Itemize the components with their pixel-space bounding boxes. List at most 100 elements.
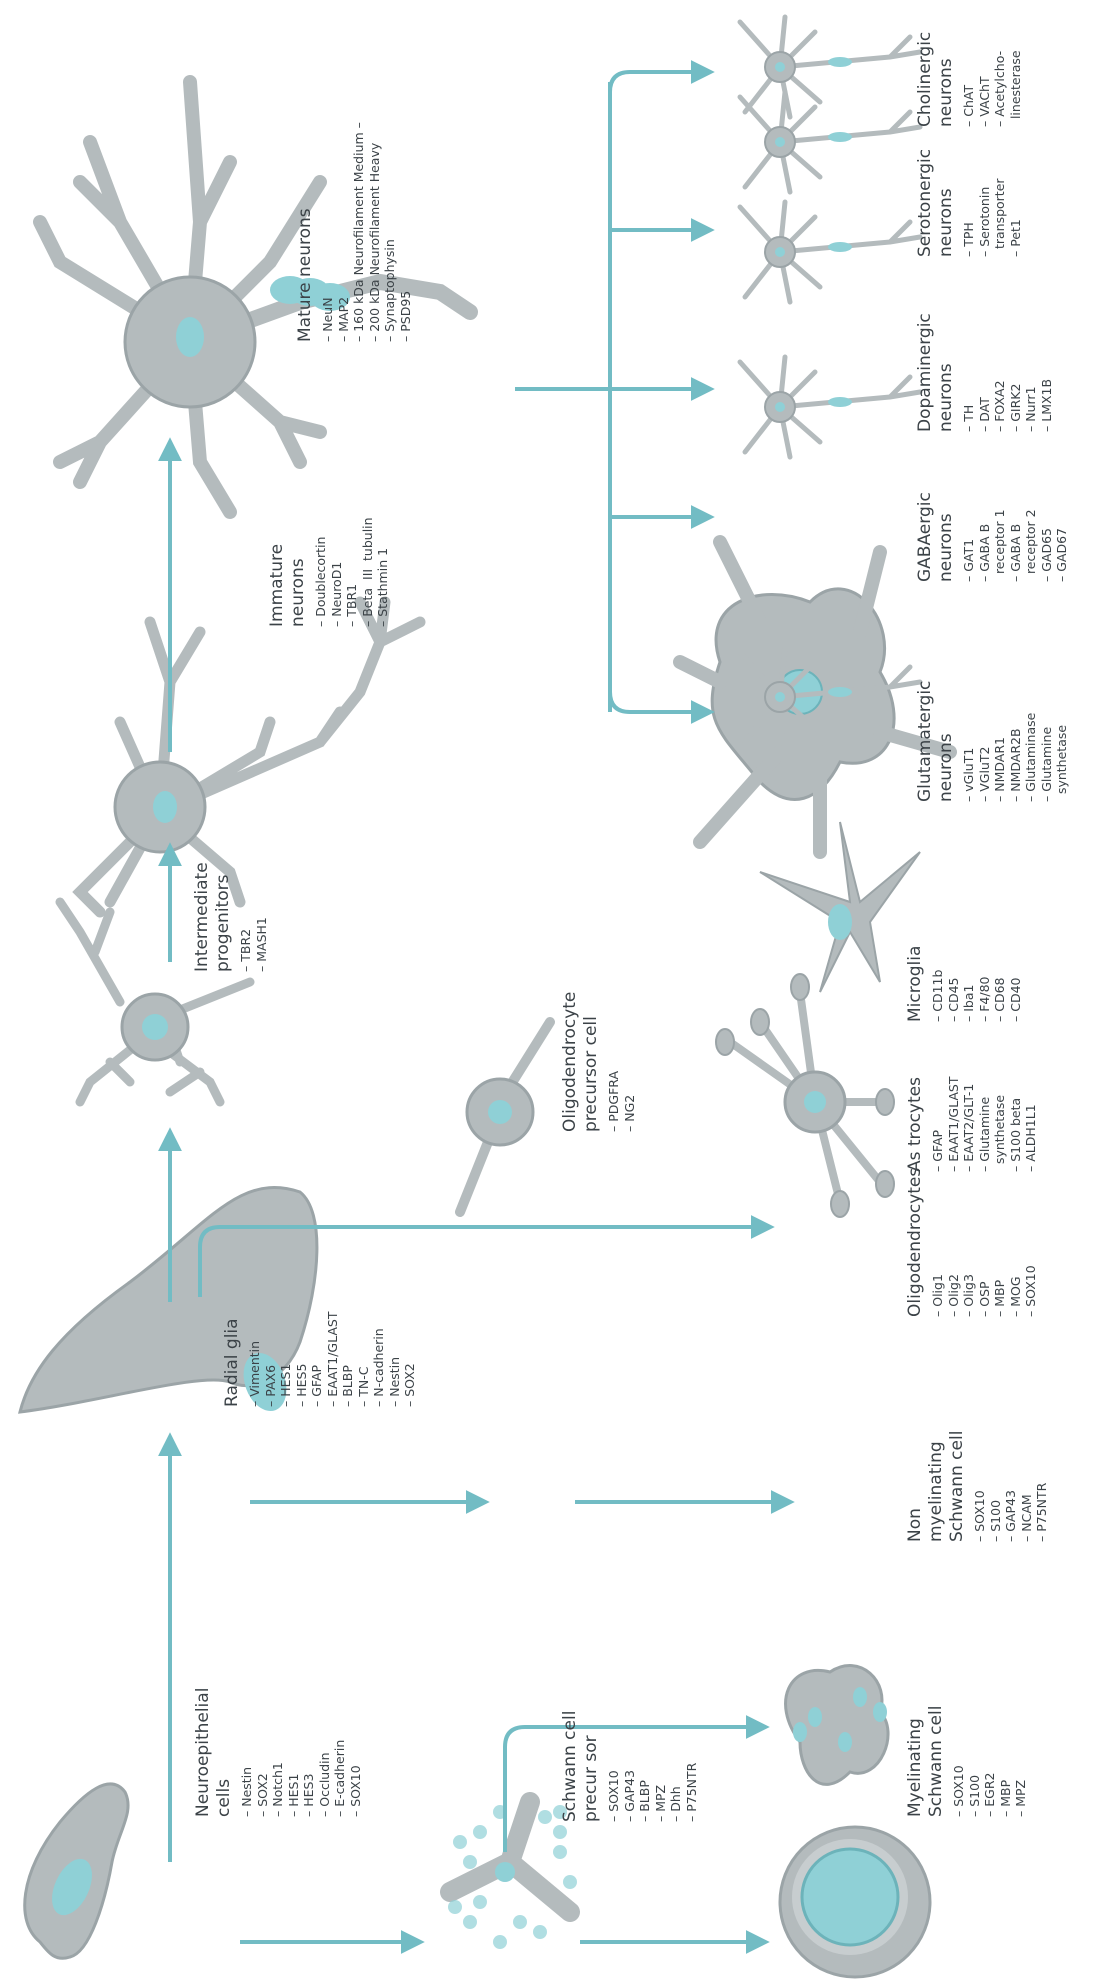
- marker-item: CD40: [1008, 946, 1024, 1022]
- dopaminergic-label-markers: THDATFOXA2GIRK2Nurr1LMX1B: [961, 313, 1054, 432]
- marker-item: GAP43: [622, 1711, 638, 1822]
- marker-item: DAT: [977, 313, 993, 432]
- dopaminergic-neuron-cell: [740, 202, 920, 302]
- marker-item: Olig3: [961, 1168, 977, 1317]
- marker-item: GAT1: [961, 492, 977, 582]
- marker-item: Stathmin 1: [375, 517, 391, 627]
- marker-item: EAAT2/GLT-1: [961, 1077, 977, 1172]
- marker-item: CD45: [946, 946, 962, 1022]
- cholinergic-label-markers: ChATVAChTAcetylcho- linesterase: [961, 32, 1023, 127]
- marker-item: GAD67: [1054, 492, 1070, 582]
- neuroepithelial-cell: [25, 1784, 128, 1958]
- serotonergic-label: Serotonergic neuronsTPHSerotonin transpo…: [915, 149, 1023, 257]
- opc-label-title: Oligodendrocyte precursor cell: [560, 992, 602, 1132]
- oligodendrocyte-cell: [716, 974, 894, 1217]
- marker-item: FOXA2: [992, 313, 1008, 432]
- intermediate-progenitors-label: Intermediate progenitorsTBR2MASH1: [192, 862, 269, 972]
- marker-item: GFAP: [930, 1077, 946, 1172]
- marker-item: SOX10: [972, 1431, 988, 1542]
- arrow-to-cholinergic: [610, 72, 710, 92]
- astrocytes-label-title: As trocytes: [905, 1077, 926, 1172]
- oligodendrocytes-label: OligodendrocytesOlig1Olig2Olig3OSPMBPMOG…: [905, 1168, 1039, 1317]
- opc-label-markers: PDGFRANG2: [606, 992, 637, 1132]
- cholinergic-label-title: Cholinergic neurons: [915, 32, 957, 127]
- marker-item: NMDAR2B: [1008, 681, 1024, 802]
- marker-item: PDGFRA: [606, 992, 622, 1132]
- marker-item: Iba1: [961, 946, 977, 1022]
- microglia-label-markers: CD11bCD45Iba1F4/80CD68CD40: [930, 946, 1023, 1022]
- neuroepithelial-label-markers: NestinSOX2Notch1HES1HES3OccludinE-cadher…: [239, 1688, 363, 1817]
- radial-glia-label: Radial gliaVimentinPAX6HES1HES5GFAPEAAT1…: [222, 1312, 418, 1407]
- marker-item: 160 kDa Neurofilament Medium –: [351, 122, 367, 342]
- marker-item: SOX10: [951, 1706, 967, 1817]
- marker-item: EAAT1/GLAST: [946, 1077, 962, 1172]
- marker-item: MASH1: [254, 862, 270, 972]
- microglia-cell: [680, 542, 950, 852]
- intermediate-progenitors-label-markers: TBR2MASH1: [238, 862, 269, 972]
- marker-item: VAChT: [977, 32, 993, 127]
- marker-item: E-cadherin: [332, 1688, 348, 1817]
- marker-item: NeuroD1: [329, 517, 345, 627]
- neuroepithelial-label-title: Neuroepithelial cells: [193, 1688, 235, 1817]
- marker-item: S100 beta: [1008, 1077, 1024, 1172]
- marker-item: CD68: [992, 946, 1008, 1022]
- mature-neurons-label-title: Mature neurons: [295, 122, 316, 342]
- marker-item: LMX1B: [1039, 313, 1055, 432]
- marker-item: TBR2: [238, 862, 254, 972]
- radial-glia-label-title: Radial glia: [222, 1312, 243, 1407]
- marker-item: CD11b: [930, 946, 946, 1022]
- marker-item: Pet1: [1008, 149, 1024, 257]
- marker-item: SOX2: [255, 1688, 271, 1817]
- opc-label: Oligodendrocyte precursor cellPDGFRANG2: [560, 992, 637, 1132]
- marker-item: MPZ: [1013, 1706, 1029, 1817]
- non-myelinating-schwann-cell-label-title: Non myelinating Schwann cell: [905, 1431, 968, 1542]
- mature-neurons-label-markers: NeuNMAP2160 kDa Neurofilament Medium –20…: [320, 122, 413, 342]
- marker-item: GIRK2: [1008, 313, 1024, 432]
- marker-item: TN-C: [356, 1312, 372, 1407]
- marker-item: GABA B receptor 1: [977, 492, 1008, 582]
- marker-item: MPZ: [653, 1711, 669, 1822]
- serotonergic-label-title: Serotonergic neurons: [915, 149, 957, 257]
- marker-item: SOX10: [348, 1688, 364, 1817]
- marker-item: GAD65: [1039, 492, 1055, 582]
- marker-item: TPH: [961, 149, 977, 257]
- dopaminergic-label-title: Dopaminergic neurons: [915, 313, 957, 432]
- arrows: [170, 72, 790, 1942]
- marker-item: NG2: [622, 992, 638, 1132]
- marker-item: Beta III tubulin: [360, 517, 376, 627]
- glutamatergic-label-title: Glutamatergic neurons: [915, 681, 957, 802]
- arrow-to-glutamatergic: [610, 692, 710, 712]
- marker-item: Olig1: [930, 1168, 946, 1317]
- schwann-precursor-label-markers: SOX10GAP43BLBPMPZDhhP75NTR: [606, 1711, 699, 1822]
- mature-neurons-label: Mature neuronsNeuNMAP2160 kDa Neurofilam…: [295, 122, 413, 342]
- marker-item: GABA B receptor 2: [1008, 492, 1039, 582]
- marker-item: Occludin: [317, 1688, 333, 1817]
- marker-item: VGluT2: [977, 681, 993, 802]
- astrocytes-label: As trocytesGFAPEAAT1/GLASTEAAT2/GLT-1Glu…: [905, 1077, 1039, 1172]
- marker-item: MBP: [992, 1168, 1008, 1317]
- gabaergic-label-title: GABAergic neurons: [915, 492, 957, 582]
- microglia-label-title: Microglia: [905, 946, 926, 1022]
- marker-item: TBR1: [344, 517, 360, 627]
- oligodendrocytes-label-title: Oligodendrocytes: [905, 1168, 926, 1317]
- gabaergic-neuron-cell: [740, 357, 920, 457]
- schwann-precursor-label: Schwann cell precur sorSOX10GAP43BLBPMPZ…: [560, 1711, 699, 1822]
- marker-item: Olig2: [946, 1168, 962, 1317]
- marker-item: Doublecortin: [313, 517, 329, 627]
- marker-item: Nestin: [239, 1688, 255, 1817]
- oligodendrocytes-label-markers: Olig1Olig2Olig3OSPMBPMOGSOX10: [930, 1168, 1039, 1317]
- immature-neurons-label-title: Immature neurons: [267, 517, 309, 627]
- marker-item: NMDAR1: [992, 681, 1008, 802]
- marker-item: Glutamine synthetase: [977, 1077, 1008, 1172]
- marker-item: HES1: [278, 1312, 294, 1407]
- cholinergic-neuron-cell: [740, 17, 920, 117]
- marker-item: Acetylcho- linesterase: [992, 32, 1023, 127]
- marker-item: PSD95: [398, 122, 414, 342]
- microglia-label: MicrogliaCD11bCD45Iba1F4/80CD68CD40: [905, 946, 1023, 1022]
- non-myelinating-schwann-cell-label-markers: SOX10S100GAP43NCAMP75NTR: [972, 1431, 1050, 1542]
- dopaminergic-label: Dopaminergic neuronsTHDATFOXA2GIRK2Nurr1…: [915, 313, 1054, 432]
- marker-item: TH: [961, 313, 977, 432]
- immature-neurons-label-markers: DoublecortinNeuroD1TBR1Beta III tubulinS…: [313, 517, 391, 627]
